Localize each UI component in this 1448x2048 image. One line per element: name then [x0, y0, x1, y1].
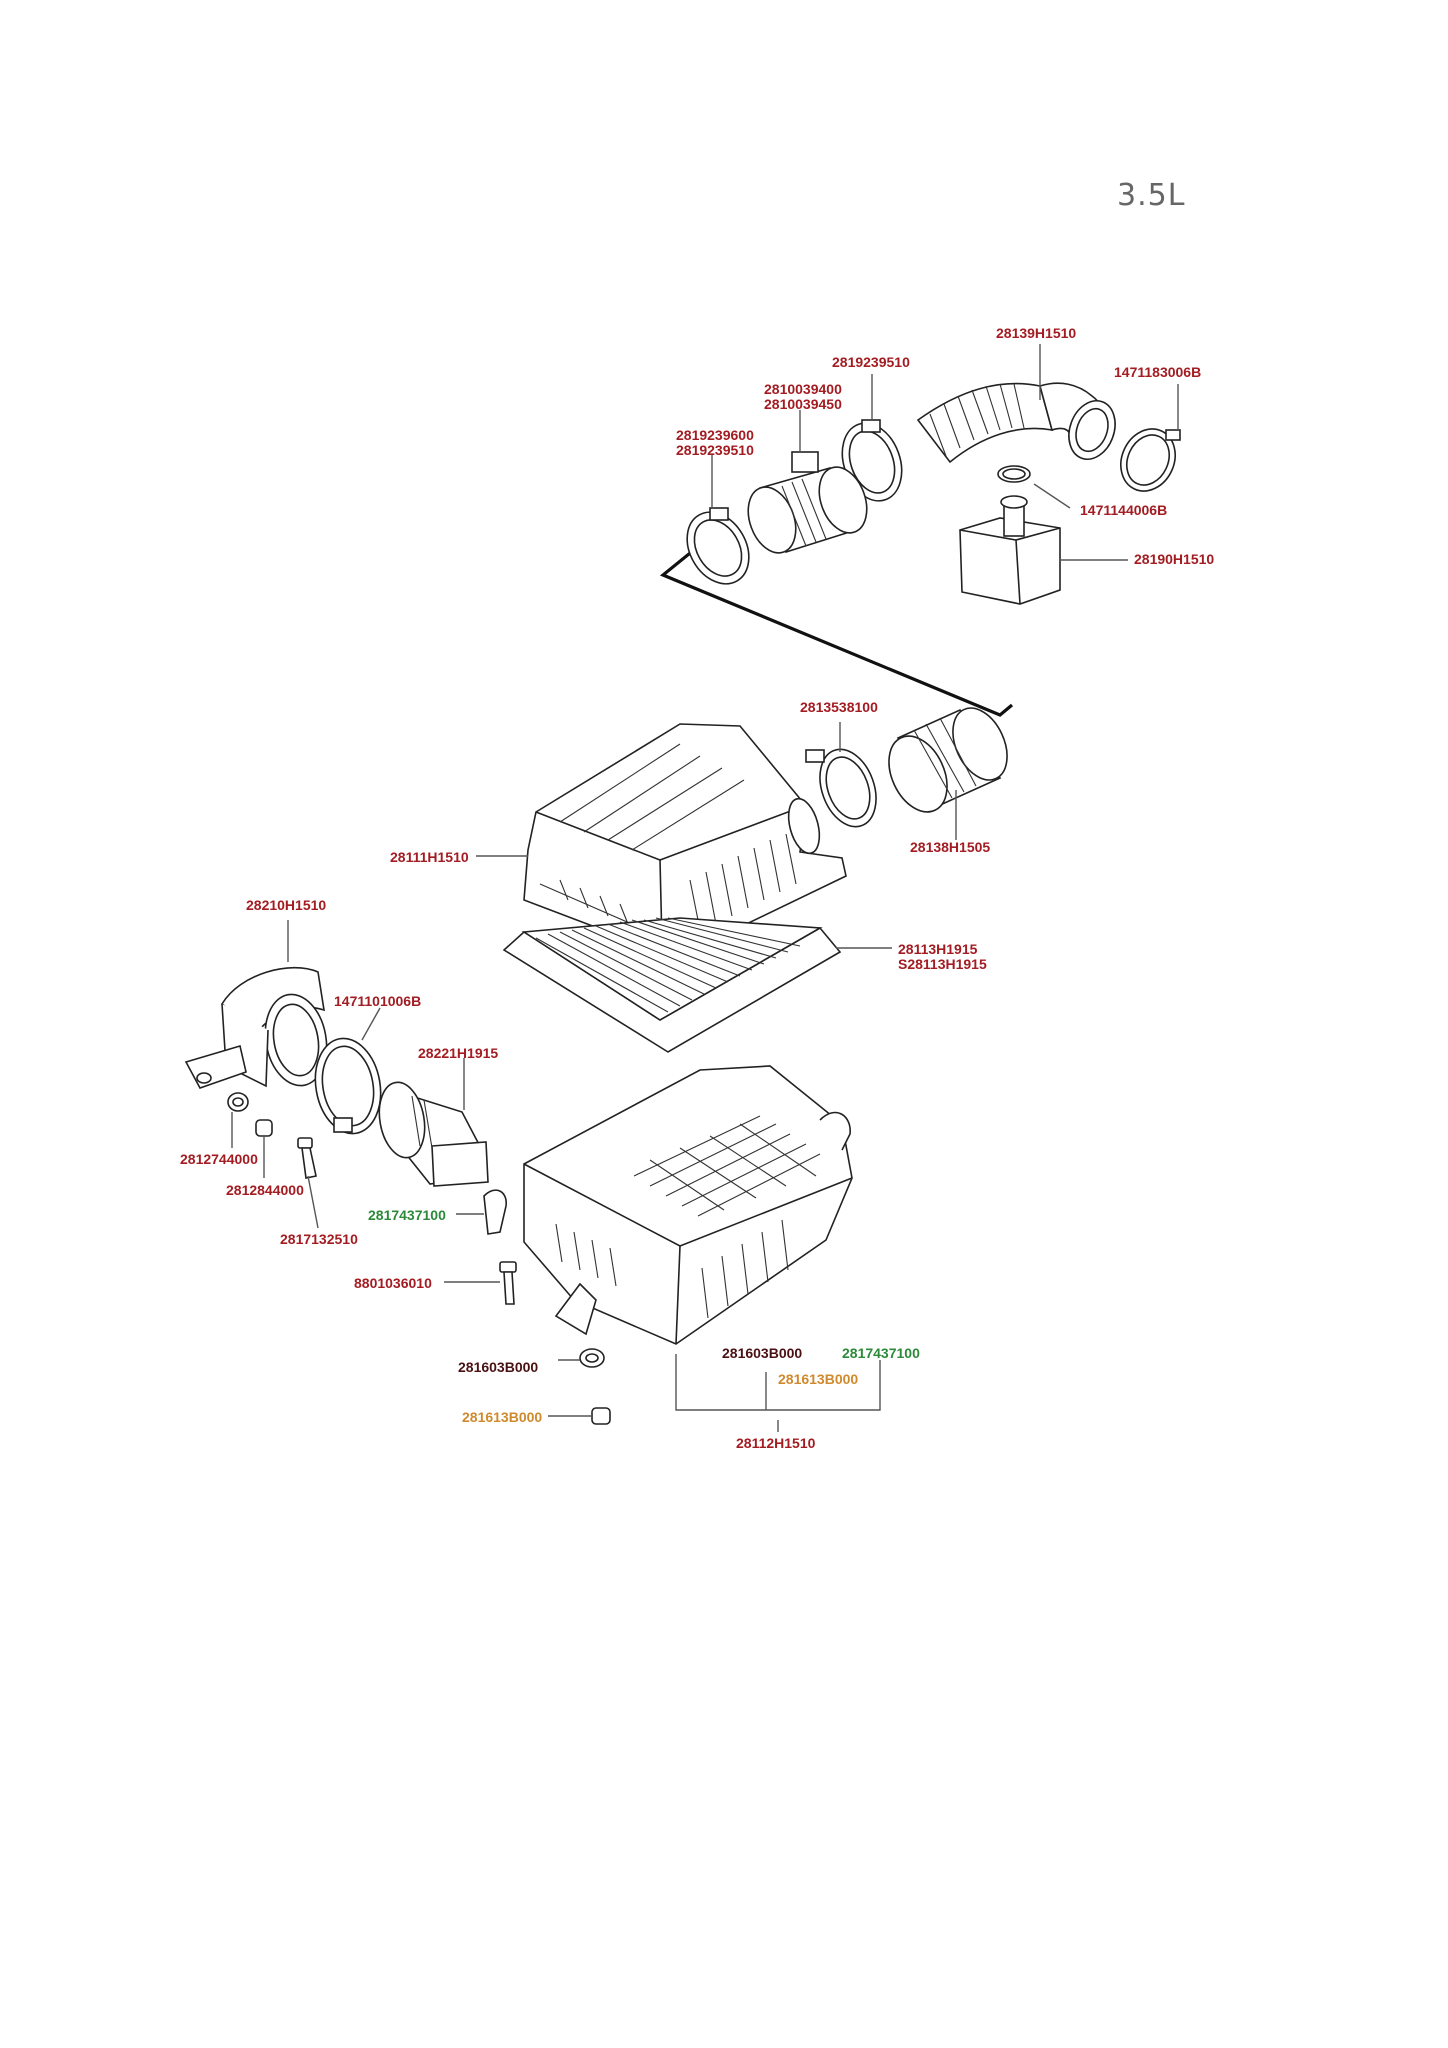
label-28113H1915-line: 28113H1915 [898, 941, 978, 957]
air-cleaner-duct[interactable] [878, 699, 1018, 821]
air-flow-sensor[interactable] [740, 451, 876, 559]
label-2819239510-top[interactable]: 2819239510 [832, 354, 910, 370]
bushing-2812844000[interactable] [255, 1119, 273, 1137]
label-S28113H1915-line: S28113H1915 [898, 956, 987, 972]
label-2817132510[interactable]: 2817132510 [280, 1231, 358, 1247]
bolt-2817132510[interactable] [297, 1137, 317, 1179]
label-28221H1915[interactable]: 28221H1915 [418, 1045, 499, 1061]
air-inlet-duct[interactable] [184, 966, 334, 1091]
intake-resonator[interactable] [959, 495, 1061, 605]
air-intake-hose[interactable] [916, 382, 1123, 465]
grommet-2812744000[interactable] [227, 1092, 249, 1112]
label-2810039400-line: 2810039400 [764, 381, 842, 397]
label-281603B000-right[interactable]: 281603B000 [722, 1345, 803, 1361]
label-28139H1510[interactable]: 28139H1510 [996, 325, 1077, 341]
air-filter-element[interactable] [502, 917, 842, 1053]
label-2819239600-line: 2819239600 [676, 427, 754, 443]
label-2810039450-line: 2810039450 [764, 396, 842, 412]
inlet-duct-clamp[interactable] [308, 1033, 388, 1139]
label-2819239510-line: 2819239510 [676, 442, 754, 458]
label-281613B000-right[interactable]: 281613B000 [778, 1371, 859, 1387]
label-2810039400[interactable]: 2810039400 2810039450 [764, 382, 842, 412]
grommet-281603B000[interactable] [579, 1348, 605, 1368]
label-2819239600[interactable]: 2819239600 2819239510 [676, 428, 754, 458]
label-28138H1505[interactable]: 28138H1505 [910, 839, 991, 855]
small-hose-clamp[interactable] [997, 465, 1031, 483]
label-1471144006B[interactable]: 1471144006B [1080, 502, 1168, 518]
label-28112H1510[interactable]: 28112H1510 [736, 1435, 816, 1451]
hose-clamp-sensor-side[interactable] [675, 501, 761, 595]
bushing-281613B000[interactable] [591, 1407, 611, 1425]
assembly-link-line [659, 543, 1014, 717]
bolt-8801036010[interactable] [499, 1261, 517, 1305]
duct-clamp[interactable] [805, 742, 886, 835]
engine-variant-label: 3.5L [1117, 178, 1186, 213]
label-28111H1510[interactable]: 28111H1510 [390, 849, 469, 865]
clip-2817437100[interactable] [483, 1189, 507, 1235]
label-1471101006B[interactable]: 1471101006B [334, 993, 422, 1009]
label-8801036010[interactable]: 8801036010 [354, 1275, 432, 1291]
label-28190H1510[interactable]: 28190H1510 [1134, 551, 1215, 567]
label-2817437100-right[interactable]: 2817437100 [842, 1345, 920, 1361]
label-2812844000[interactable]: 2812844000 [226, 1182, 304, 1198]
air-cleaner-cover[interactable] [523, 723, 847, 957]
label-28113H1915[interactable]: 28113H1915 S28113H1915 [898, 942, 987, 972]
label-2812744000[interactable]: 2812744000 [180, 1151, 258, 1167]
label-281613B000-left[interactable]: 281613B000 [462, 1409, 543, 1425]
resonator-hose[interactable] [374, 1079, 489, 1187]
label-2817437100-left[interactable]: 2817437100 [368, 1207, 446, 1223]
leader-lines [231, 344, 1179, 1432]
label-2813538100[interactable]: 2813538100 [800, 699, 878, 715]
label-1471183006B[interactable]: 1471183006B [1114, 364, 1202, 380]
label-281603B000-left[interactable]: 281603B000 [458, 1359, 539, 1375]
hose-clamp-upper-right[interactable] [1111, 420, 1185, 500]
air-cleaner-lower-body[interactable] [523, 1065, 853, 1345]
label-28210H1510[interactable]: 28210H1510 [246, 897, 327, 913]
